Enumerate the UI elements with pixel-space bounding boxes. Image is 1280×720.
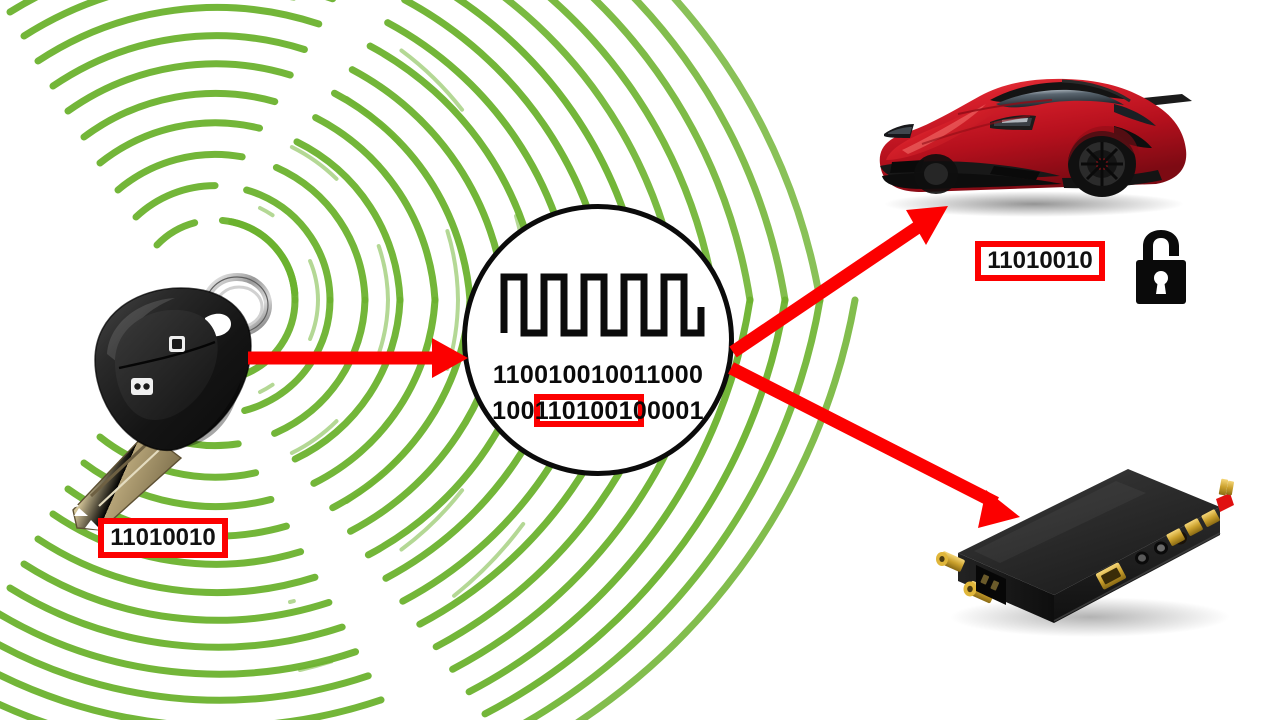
usb-port	[1096, 562, 1126, 590]
unlock-button[interactable]	[131, 378, 153, 395]
binary-line-bottom: 100110100100001	[492, 397, 704, 425]
key-blade	[69, 431, 183, 531]
arrow-signal-to-car	[729, 206, 948, 358]
arrow-signal-to-sdr	[728, 362, 1020, 528]
arrow-key-to-signal	[248, 338, 468, 378]
car-code-label: 11010010	[975, 241, 1105, 281]
unlocked-padlock-icon	[1136, 230, 1186, 304]
captured-signal-circle: 110010010011000 100110100100001	[462, 204, 734, 476]
front-wheel	[914, 154, 958, 194]
inner-code-highlight	[534, 394, 644, 427]
red-sports-car	[879, 78, 1192, 217]
key-code-label: 11010010	[98, 518, 228, 558]
sma-connectors	[936, 551, 1006, 605]
rear-wheel	[1068, 131, 1136, 197]
binary-line-top: 110010010011000	[492, 361, 704, 389]
key-fob-head	[94, 287, 252, 451]
red-power-connector	[1216, 478, 1235, 512]
car-key-fob	[69, 273, 272, 531]
lock-button[interactable]	[169, 336, 185, 352]
software-defined-radio-device	[936, 469, 1235, 637]
pin-headers	[1166, 509, 1220, 546]
square-wave-icon	[500, 273, 705, 337]
